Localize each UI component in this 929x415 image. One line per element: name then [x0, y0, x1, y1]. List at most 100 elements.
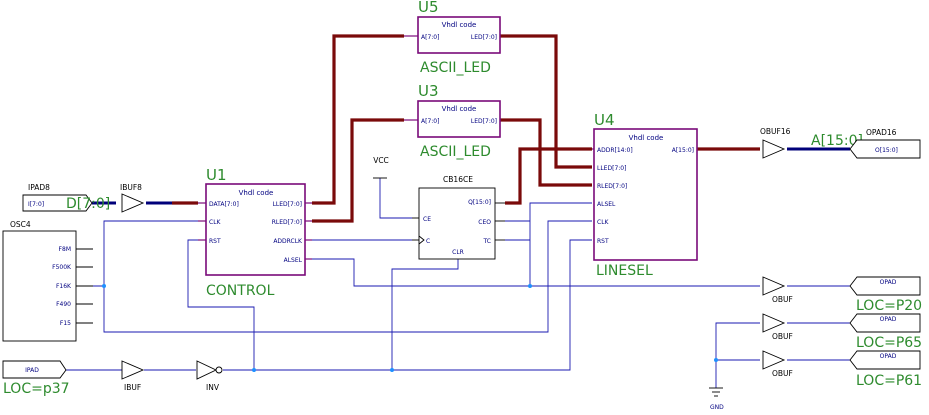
u1-pin-label: DATA[7:0]	[209, 201, 239, 208]
obuf-triangle	[762, 350, 786, 370]
obuf16-title: OBUF16	[760, 127, 791, 136]
opad-title: OPAD	[880, 353, 897, 360]
u5-ref: U5	[418, 0, 439, 16]
u3-name: ASCII_LED	[420, 144, 491, 160]
wire-f16k-to-u1-clk	[93, 220, 198, 287]
bus-counter-to-u4-addr	[505, 147, 592, 205]
junction-dots	[102, 284, 718, 372]
junction-dot	[390, 368, 394, 372]
u1-title: Vhdl code	[239, 189, 274, 197]
u1-pin-label: ALSEL	[284, 257, 303, 264]
wire-alsel-to-u4	[529, 202, 592, 286]
u4-ref: U4	[594, 111, 615, 129]
osc-out-label: F8M	[59, 246, 71, 253]
wire-f16k-to-u4-clk	[103, 220, 592, 333]
counter-title: CB16CE	[443, 175, 473, 184]
u3-title: Vhdl code	[442, 105, 477, 113]
bus-d-label: D[7:0]	[66, 196, 110, 212]
component-u5[interactable]: U5 Vhdl code A[7:0] LED[7:0] ASCII_LED	[404, 0, 501, 76]
u4-pin-label: LLED[7:0]	[597, 165, 626, 172]
opad-loc: LOC=P65	[856, 335, 922, 351]
inv[interactable]: INV	[196, 360, 223, 392]
component-u3[interactable]: U3 Vhdl code A[7:0] LED[7:0] ASCII_LED	[404, 82, 501, 160]
opad-title: OPAD	[880, 316, 897, 323]
component-u4[interactable]: U4 Vhdl code ADDR[14:0] LLED[7:0] RLED[7…	[592, 111, 698, 279]
ipad[interactable]: IPAD LOC=p37	[2, 360, 70, 397]
u4-pin-out-label: A[15:0]	[672, 147, 694, 154]
bus-u1-lled-to-u5	[312, 34, 404, 205]
opad16[interactable]: OPAD16 O[15:0]	[849, 128, 921, 159]
signal-wires	[66, 178, 850, 388]
obuf16-triangle	[762, 139, 786, 159]
u5-title: Vhdl code	[442, 21, 477, 29]
inv-label: INV	[206, 383, 220, 392]
gnd-label: GND	[710, 404, 724, 411]
osc-title: OSC4	[10, 220, 31, 229]
u4-title: Vhdl code	[629, 134, 664, 142]
opad16-title: OPAD16	[866, 128, 897, 137]
obuf-label: OBUF	[772, 332, 793, 341]
u1-pin-label: RLED[7:0]	[272, 219, 302, 226]
obuf-label: OBUF	[772, 369, 793, 378]
u4-pin-label: CLK	[597, 219, 610, 226]
u4-pin-label: ADDR[14:0]	[597, 147, 633, 154]
ipad-loc: LOC=p37	[3, 381, 70, 397]
ipad8-title: IPAD8	[28, 183, 50, 192]
ipad8[interactable]: IPAD8 I[7:0]	[22, 183, 93, 212]
ibuf-label: IBUF	[124, 383, 141, 392]
opad-body	[849, 276, 921, 296]
junction-dot	[714, 358, 718, 362]
component-u1[interactable]: U1 Vhdl code DATA[7:0] CLK RST LLED[7:0]…	[198, 166, 312, 299]
junction-dot	[528, 284, 532, 288]
opad-3[interactable]: OPAD LOC=P61	[849, 350, 922, 389]
component-cb16ce[interactable]: CB16CE CE C Q[15:0] CEO TC CLR	[412, 175, 505, 260]
counter-body	[418, 187, 496, 260]
junction-dot	[102, 284, 106, 288]
counter-pin-label: CEO	[478, 219, 491, 226]
counter-pin-label: TC	[482, 238, 491, 245]
opad-loc: LOC=P61	[856, 373, 922, 389]
u3-pin-out-label: LED[7:0]	[471, 118, 497, 125]
counter-pin-label: CE	[423, 216, 431, 223]
bus-wires	[92, 34, 850, 223]
opad-1[interactable]: OPAD LOC=P20	[849, 276, 922, 314]
gnd-symbol: GND	[709, 387, 724, 411]
obuf-2[interactable]: OBUF	[762, 313, 793, 341]
ipad8-body	[22, 194, 93, 212]
bus-u5-to-u4-lled	[500, 34, 592, 169]
opad16-body	[849, 139, 921, 159]
obuf-1[interactable]: OBUF	[762, 276, 793, 304]
u5-pin-in-label: A[7:0]	[421, 34, 439, 41]
u3-body	[417, 100, 501, 138]
obuf16[interactable]: OBUF16	[760, 127, 791, 159]
vcc-symbol: VCC	[373, 156, 389, 179]
wire-inv-to-u4-rst	[223, 239, 592, 371]
ipad-title: IPAD	[25, 367, 39, 374]
opad-loc: LOC=P20	[856, 298, 922, 314]
ibuf[interactable]: IBUF	[121, 360, 145, 392]
opad-2[interactable]: OPAD LOC=P65	[849, 313, 922, 351]
counter-clock-marker	[418, 235, 425, 245]
component-osc4[interactable]: OSC4 F8M F500K F16K F490 F15	[2, 220, 93, 342]
obuf-label: OBUF	[772, 295, 793, 304]
wire-vcc-to-ce	[379, 178, 412, 219]
wire-gnd-to-obuf2	[715, 322, 760, 388]
u1-body	[205, 183, 306, 276]
obuf-3[interactable]: OBUF	[762, 350, 793, 378]
bus-u3-to-u4-rled	[500, 118, 592, 187]
opad16-pin-label: O[15:0]	[875, 147, 898, 154]
obuf-triangle	[762, 313, 786, 333]
u5-body	[417, 16, 501, 54]
ibuf8-triangle	[121, 193, 145, 213]
counter-pin-label: C	[426, 238, 430, 245]
osc-out-label: F15	[60, 320, 71, 327]
bus-a-label: A[15:0]	[811, 133, 863, 149]
inv-bubble	[215, 366, 223, 374]
ibuf-triangle	[121, 360, 145, 380]
ibuf8[interactable]: IBUF8	[120, 183, 145, 213]
opad-body	[849, 313, 921, 333]
osc-out-label: F490	[56, 301, 71, 308]
osc-out-label: F16K	[56, 283, 72, 290]
ibuf8-title: IBUF8	[120, 183, 142, 192]
